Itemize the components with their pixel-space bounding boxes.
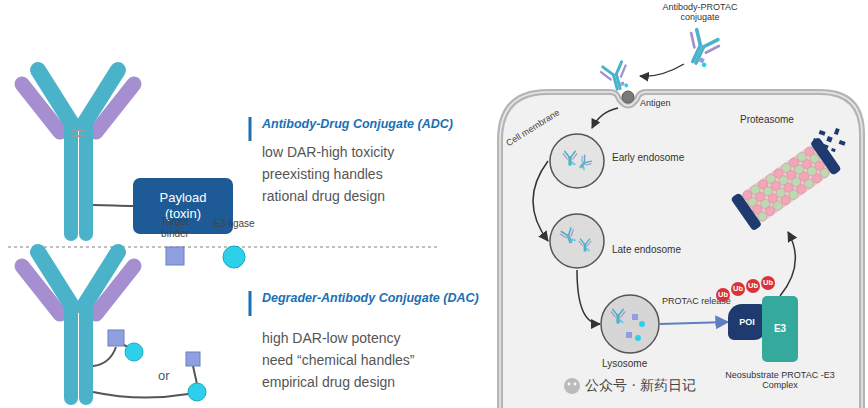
text-label: empirical drug design <box>262 374 395 390</box>
text-label: high DAR-low potency <box>262 330 401 346</box>
node-outline <box>728 128 848 232</box>
watermark-icon <box>564 378 580 394</box>
text-label: Neosubstrate PROTAC -E3 Complex <box>718 370 842 391</box>
text-label: need “chemical handles” <box>262 352 415 368</box>
antibody-adc <box>22 70 134 234</box>
node-outline <box>600 294 660 354</box>
node-shape: POI <box>728 304 766 340</box>
node-shape: Late endosome <box>548 212 698 270</box>
text-label: Antigen <box>640 98 671 108</box>
node-shape: Lysosome <box>600 294 670 374</box>
bound-antibody <box>600 61 631 93</box>
antibody-protac <box>680 28 721 69</box>
node-shape: E3 <box>762 296 798 362</box>
ubiquitin-tag: Ub <box>761 276 775 290</box>
node-label: Late endosome <box>612 244 681 256</box>
connector-arrow <box>780 232 795 296</box>
e3-sample <box>223 246 245 268</box>
ubiquitin-tag: Ub <box>716 288 730 302</box>
node-label: E3 <box>774 323 786 335</box>
cell-outline <box>500 92 862 408</box>
entry-arrow <box>640 64 684 76</box>
text-label: E3 ligase <box>209 218 259 230</box>
node-label: Proteasome <box>740 114 794 126</box>
node-outline <box>548 132 606 190</box>
ubiquitin-tag: Ub <box>731 282 745 296</box>
node-label: Early endosome <box>612 152 684 164</box>
node-shape: Cell membraneEarly endosomeLate endosome… <box>500 92 868 408</box>
node-label: Lysosome <box>602 358 647 370</box>
node-label: POI <box>739 317 755 328</box>
text-label: Degrader-Antibody Conjugate (DAC) <box>262 291 479 305</box>
blue-bar <box>249 291 252 316</box>
binder-sample <box>166 247 184 265</box>
node-shape: Early endosome <box>548 132 698 190</box>
ubiquitin-tag: Ub <box>746 279 760 293</box>
internalize-arrow <box>592 108 618 128</box>
antibody-dac <box>22 252 206 401</box>
watermark: 公众号 · 新药日记 <box>585 377 696 395</box>
antigen <box>622 91 634 103</box>
node-outline <box>548 212 606 270</box>
text-label: Antibody-Drug Conjugate (ADC) <box>262 117 453 131</box>
connector-arrow <box>533 161 548 241</box>
text-label: preexisting handles <box>262 166 383 182</box>
node-label: Cell membrane <box>504 107 561 148</box>
text-label: or <box>158 368 170 383</box>
connector-arrow <box>660 322 728 324</box>
text-label: rational drug design <box>262 188 385 204</box>
connector-arrow <box>577 270 600 324</box>
text-label: Antibody-PROTAC conjugate <box>645 2 755 23</box>
node-shape: Proteasome <box>728 114 862 234</box>
blue-bar <box>249 117 252 141</box>
separator <box>8 246 440 248</box>
text-label: Target binder <box>150 216 200 239</box>
text-label: low DAR-high toxicity <box>262 144 394 160</box>
